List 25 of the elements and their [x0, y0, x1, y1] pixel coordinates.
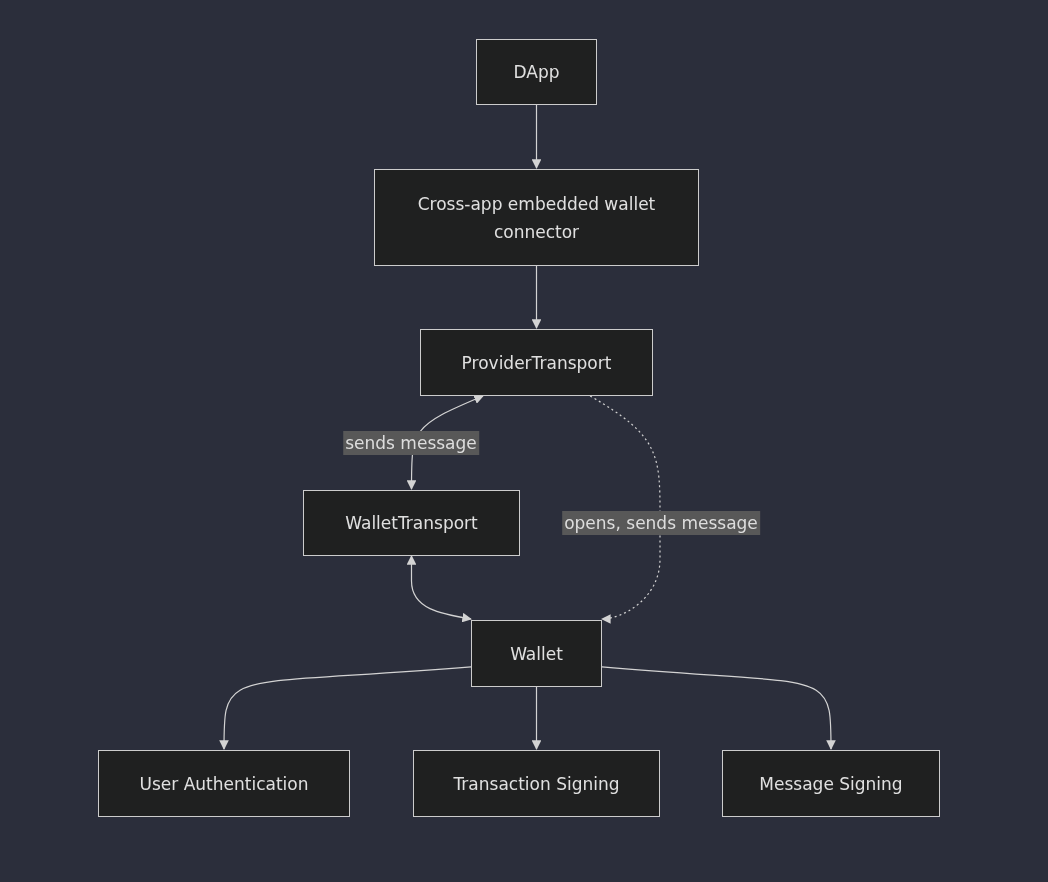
process-box: [476, 39, 597, 105]
arrow: [531, 265, 542, 329]
node-label: Cross-app embedded wallet connector: [416, 192, 657, 244]
node-label: DApp: [512, 61, 561, 84]
node-label: Message Signing: [758, 772, 904, 796]
arrow: [219, 666, 472, 750]
arrow: [601, 666, 836, 750]
process-box: [471, 620, 602, 687]
arrow: [531, 686, 542, 750]
arrow: [531, 104, 542, 169]
node-label: WalletTransport: [344, 512, 479, 535]
edge-label: opens, sends message: [562, 511, 760, 535]
process-box: [303, 490, 520, 556]
process-box: [374, 169, 699, 266]
process-box: [98, 750, 350, 817]
arrow: [406, 555, 472, 623]
arrow: [589, 395, 661, 624]
node-label: ProviderTransport: [460, 351, 613, 375]
node-label: User Authentication: [138, 772, 310, 796]
process-box: [413, 750, 660, 817]
edge-label: sends message: [343, 431, 479, 455]
node-label: Wallet: [509, 642, 564, 666]
node-label: Transaction Signing: [452, 772, 621, 796]
process-box: [722, 750, 940, 817]
process-box: [420, 329, 653, 396]
